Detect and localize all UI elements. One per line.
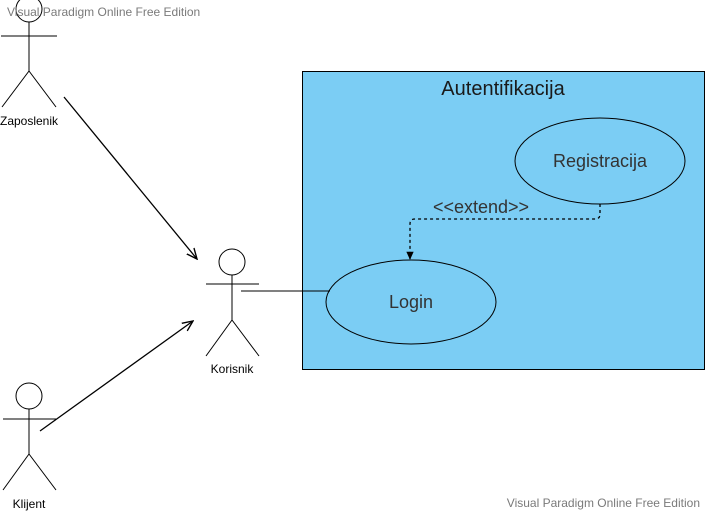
extend-connector xyxy=(406,204,601,260)
generalization-klijent-korisnik[interactable] xyxy=(39,321,193,432)
generalization-zaposlenik-korisnik[interactable] xyxy=(63,96,197,259)
actor-zaposlenik-label: Zaposlenik xyxy=(0,114,59,128)
watermark-top: Visual Paradigm Online Free Edition xyxy=(7,5,201,19)
extend-label: <<extend>> xyxy=(433,197,529,217)
system-title: Autentifikacija xyxy=(441,78,565,100)
extend-relation[interactable]: <<extend>> xyxy=(406,197,601,260)
actor-korisnik[interactable] xyxy=(205,248,260,357)
actor-korisnik-label: Korisnik xyxy=(211,362,255,376)
use-case-registracija-label: Registracija xyxy=(553,151,648,171)
use-case-login-ellipse xyxy=(325,259,497,345)
use-case-login-label: Login xyxy=(389,292,433,312)
use-case-login[interactable]: Login xyxy=(325,259,497,345)
actor-klijent-label: Klijent xyxy=(13,497,46,511)
actor-klijent[interactable] xyxy=(2,382,57,491)
actor-zaposlenik[interactable] xyxy=(1,0,57,108)
watermark-bottom: Visual Paradigm Online Free Edition xyxy=(506,496,700,510)
use-case-registracija[interactable]: Registracija xyxy=(514,117,686,205)
